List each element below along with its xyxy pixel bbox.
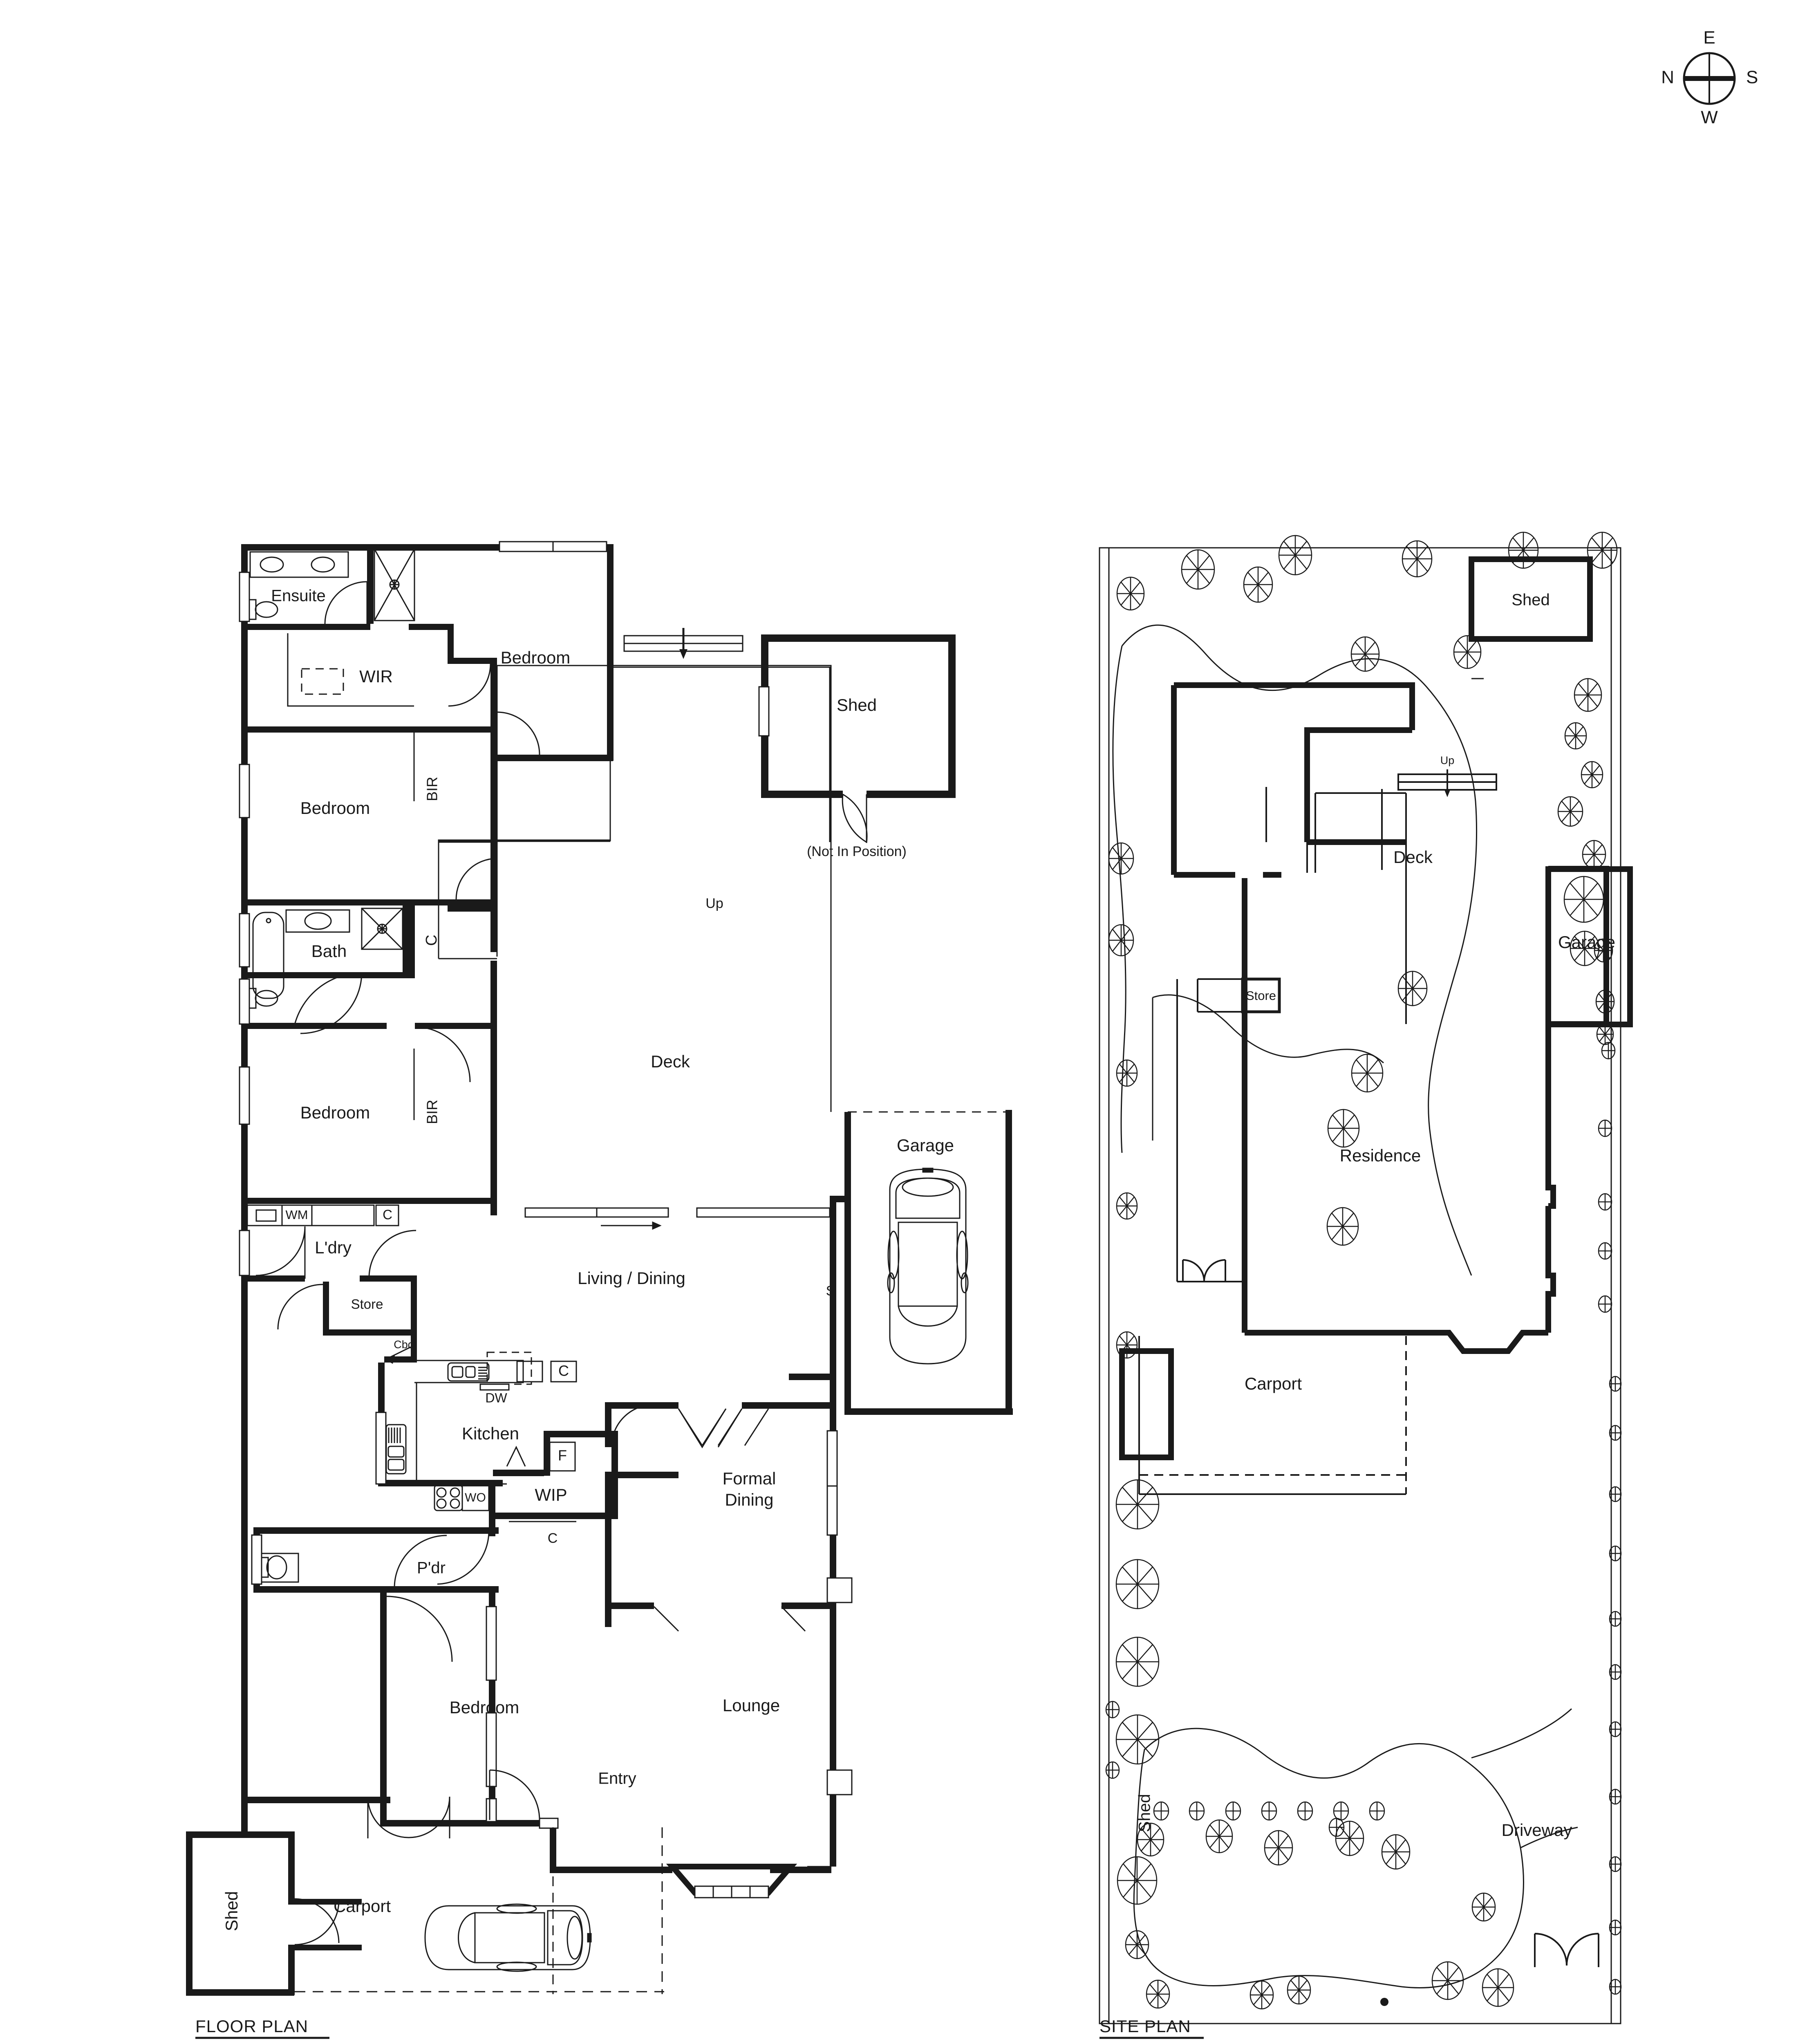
room-label-bir-1: BIR: [424, 777, 441, 801]
floorplan-labels: Ensuite WIR Bedroom Bedroom BIR Bath C B…: [222, 587, 954, 1931]
room-label-bedroom-4: Bedroom: [450, 1698, 519, 1717]
lounge-bay-window: [666, 1864, 797, 1898]
site-label-shed-front: Shed: [1136, 1794, 1154, 1832]
room-label-ensuite: Ensuite: [271, 587, 325, 605]
siteplan-labels: Shed Deck Up Garage Store Residence Carp…: [1136, 591, 1615, 1840]
room-label-store: Store: [351, 1297, 383, 1312]
room-label-deck-up: Up: [705, 896, 723, 911]
room-label-entry: Entry: [598, 1770, 636, 1788]
floor-plan-group: Ensuite WIR Bedroom Bedroom BIR Bath C B…: [186, 541, 1013, 2039]
site-buildings: [1119, 556, 1633, 1967]
compass-label-west: W: [1701, 108, 1718, 128]
room-label-laundry-c: C: [383, 1207, 392, 1222]
room-label-powder: P'dr: [417, 1559, 446, 1577]
walls-layer: [186, 544, 1013, 1996]
site-boundary: [1099, 547, 1621, 2024]
windows-layer: [239, 541, 853, 1829]
deck-up-arrow: [679, 628, 687, 659]
room-label-lounge: Lounge: [723, 1696, 780, 1715]
site-deck-up-arrow: [1444, 769, 1451, 797]
site-label-residence: Residence: [1340, 1146, 1421, 1165]
room-label-bedroom-2: Bedroom: [300, 798, 370, 818]
site-garden-curves: [1112, 624, 1578, 1988]
room-label-linen-c-1: C: [423, 935, 440, 946]
floor-plan-title-group: FLOOR PLAN: [195, 2017, 329, 2039]
site-label-driveway: Driveway: [1502, 1820, 1572, 1840]
room-label-wip: WIP: [535, 1485, 567, 1504]
site-plan-title-group: SITE PLAN: [1099, 2017, 1204, 2039]
room-label-carport: Carport: [334, 1896, 391, 1916]
room-label-shed-detached-note: (Not In Position): [807, 844, 907, 859]
room-label-wir: WIR: [359, 667, 393, 686]
compass-rose: E N S W: [1661, 28, 1758, 128]
compass-label-south: S: [1746, 67, 1758, 87]
floor-plan-title: FLOOR PLAN: [195, 2017, 308, 2036]
outline-layer: [295, 635, 1009, 1994]
room-label-shed-carport: Shed: [222, 1891, 241, 1931]
compass-label-east: E: [1703, 28, 1715, 48]
room-label-kitchen-dw: DW: [485, 1390, 507, 1405]
room-label-formal-dining-line1: Formal: [723, 1469, 776, 1488]
site-label-deck-up: Up: [1440, 754, 1455, 766]
site-label-store: Store: [1246, 988, 1276, 1003]
room-label-kitchen-wo: WO: [465, 1491, 486, 1504]
room-label-formal-dining-line2: Dining: [725, 1490, 773, 1509]
room-label-wip-c: C: [548, 1531, 558, 1546]
site-plan-title: SITE PLAN: [1099, 2017, 1191, 2036]
car-carport: [424, 1903, 592, 1972]
car-garage: [887, 1168, 969, 1365]
door-swings-layer: [255, 581, 868, 1945]
room-label-laundry: L'dry: [315, 1238, 352, 1257]
room-label-fridge: F: [558, 1447, 567, 1464]
site-label-shed-rear: Shed: [1511, 591, 1550, 609]
room-label-bir-2: BIR: [424, 1100, 441, 1124]
site-label-garage: Garage: [1558, 932, 1615, 952]
room-label-shed-detached: Shed: [837, 695, 877, 715]
room-label-kitchen-c: C: [558, 1363, 569, 1379]
room-label-laundry-wm: WM: [285, 1208, 308, 1222]
room-label-deck: Deck: [651, 1052, 690, 1071]
compass-label-north: N: [1661, 67, 1674, 87]
site-label-carport: Carport: [1245, 1374, 1302, 1393]
room-label-bath: Bath: [311, 941, 347, 961]
room-label-garage: Garage: [897, 1136, 954, 1155]
room-label-cupboard: Cbd: [394, 1338, 414, 1351]
room-label-bedroom-3: Bedroom: [300, 1103, 370, 1122]
site-plan-group: Shed Deck Up Garage Store Residence Carp…: [1099, 531, 1633, 2039]
room-label-garage-s: S: [826, 1283, 835, 1299]
room-label-living-dining: Living / Dining: [578, 1269, 685, 1288]
site-label-deck: Deck: [1393, 847, 1433, 867]
room-label-bedroom-1: Bedroom: [501, 648, 570, 667]
room-label-kitchen: Kitchen: [462, 1424, 519, 1443]
